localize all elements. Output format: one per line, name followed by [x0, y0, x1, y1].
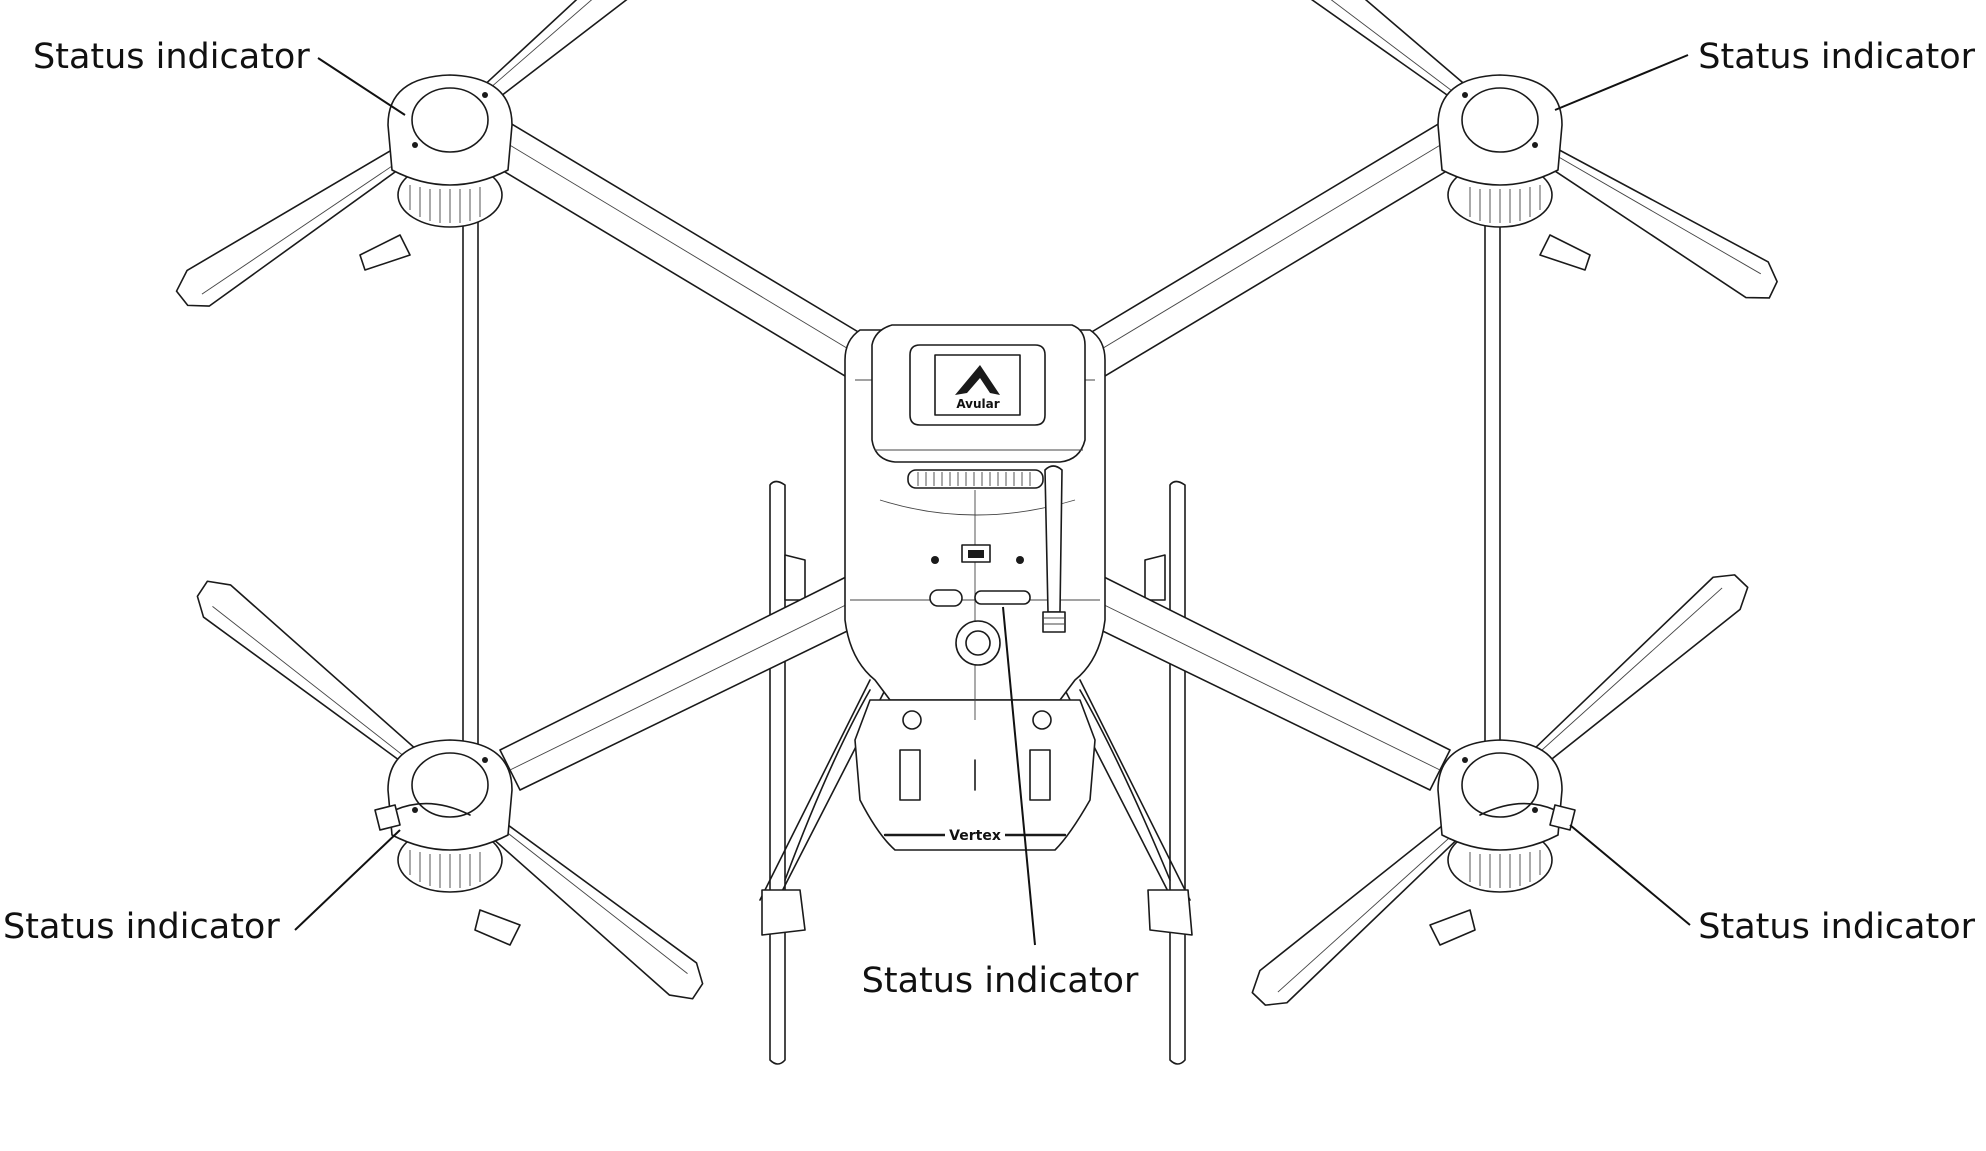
leader-lines	[294, 54, 1691, 946]
leader-line-top-right	[1554, 54, 1689, 111]
callout-label-center: Status indicator	[862, 961, 1139, 1001]
callout-label-bottom-right: Status indicator	[1698, 907, 1975, 947]
drone-body: Vertex Avular	[844, 324, 1106, 851]
leader-line-top-left	[317, 57, 406, 116]
callout-label-top-right: Status indicator	[1698, 37, 1975, 77]
callout-labels: Status indicator Status indicator Status…	[3, 37, 1976, 1001]
status-led-bar	[974, 590, 1031, 605]
motor-top-right	[1437, 74, 1591, 271]
motor-top-left	[359, 74, 513, 271]
brand-logo-icon	[955, 365, 1000, 395]
guard-rods	[462, 169, 1501, 746]
model-text: Vertex	[949, 828, 1001, 844]
arms	[484, 119, 1466, 791]
power-switch	[929, 589, 963, 607]
brand-logo-text: Avular	[956, 397, 999, 411]
callout-label-top-left: Status indicator	[33, 37, 310, 77]
callout-label-bottom-left: Status indicator	[3, 907, 280, 947]
motor-bottom-right	[1429, 739, 1576, 946]
motor-bottom-left	[374, 739, 521, 946]
leader-line-center	[1002, 606, 1036, 946]
motors	[359, 74, 1591, 946]
leader-line-bottom-right	[1569, 824, 1691, 926]
antenna	[1044, 465, 1063, 613]
leader-line-bottom-left	[294, 829, 401, 931]
